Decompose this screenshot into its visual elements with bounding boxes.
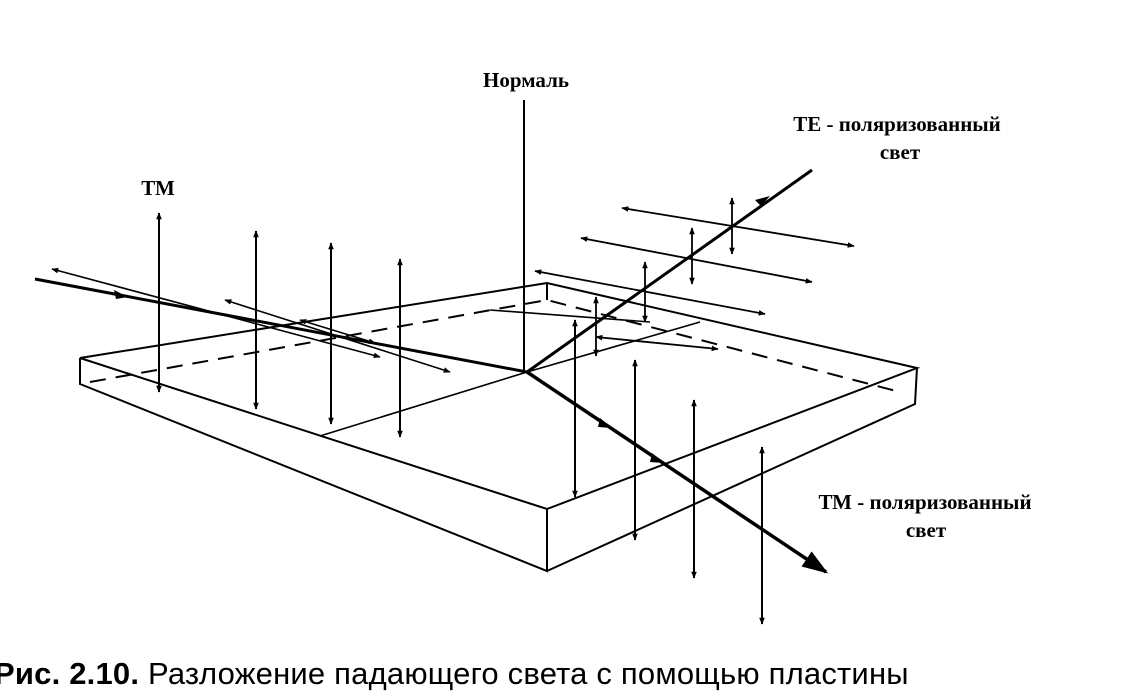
- plate-front-left-face: [79, 358, 548, 573]
- te-label-line1: TE - поляризованный: [793, 112, 1001, 136]
- te-label-line2: свет: [879, 140, 921, 164]
- pol-arrow: [595, 334, 719, 352]
- pol-arrow: [299, 319, 376, 344]
- normal-label: Нормаль: [483, 68, 569, 92]
- te-reflected-ray: [526, 168, 813, 374]
- pol-arrow: [224, 299, 451, 373]
- caption-number: Рис. 2.10.: [0, 656, 140, 691]
- figure-caption: Рис. 2.10. Разложение падающего света с …: [0, 655, 909, 693]
- tm-refracted-polarization-arrows: [572, 319, 765, 625]
- plate-top-face: [79, 281, 921, 511]
- tm-left-label: ТМ: [141, 176, 175, 200]
- incidence-plane-lines: [319, 309, 701, 437]
- pol-arrow: [580, 236, 813, 284]
- tm-refracted-ray: [526, 370, 829, 574]
- pol-arrow: [621, 206, 855, 248]
- te-vertical-marks: [593, 197, 735, 357]
- plate-front-right-face: [546, 367, 918, 572]
- glass-plate: [79, 281, 921, 573]
- incident-ray: [34, 277, 528, 374]
- pol-arrow: [534, 269, 766, 316]
- incident-horizontal-arrows: [51, 267, 451, 373]
- tm-label-line1: ТМ - поляризованный: [818, 490, 1032, 514]
- tm-label-line2: свет: [905, 518, 947, 542]
- te-polarization-arrows: [534, 206, 855, 352]
- caption-text: Разложение падающего света с помощью пла…: [147, 656, 909, 691]
